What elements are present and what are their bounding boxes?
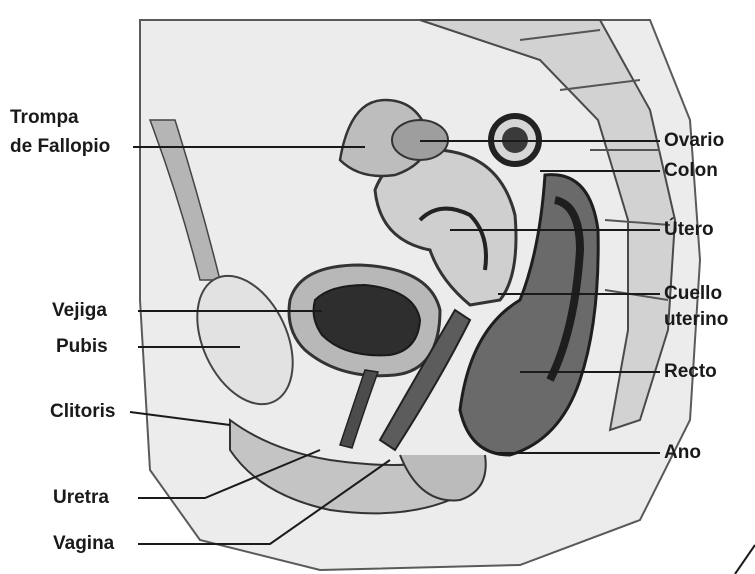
corner-stroke <box>735 545 755 574</box>
label-cuello-line2: uterino <box>664 309 728 330</box>
label-utero: Útero <box>664 219 714 240</box>
label-colon: Colon <box>664 160 718 181</box>
label-ano: Ano <box>664 442 701 463</box>
label-clitoris: Clitoris <box>50 401 115 422</box>
label-ovario: Ovario <box>664 130 724 151</box>
label-trompa-line2: de Fallopio <box>10 136 110 157</box>
label-pubis: Pubis <box>56 336 108 357</box>
label-trompa-line1: Trompa <box>10 107 79 128</box>
label-vagina: Vagina <box>53 533 114 554</box>
label-uretra: Uretra <box>53 487 109 508</box>
label-vejiga: Vejiga <box>52 300 107 321</box>
label-cuello-line1: Cuello <box>664 283 722 304</box>
label-recto: Recto <box>664 361 717 382</box>
